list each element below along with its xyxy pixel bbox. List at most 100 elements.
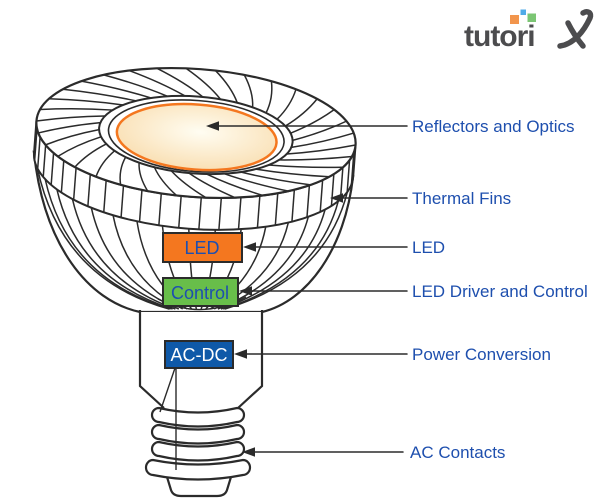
fin-line [185,67,222,100]
rim-wall-fins [33,128,355,230]
callout-led: LED [243,238,445,257]
arrowhead-icon [239,286,252,296]
logo-dot-blue-icon [520,9,526,15]
fin-line [306,185,311,218]
fin-line [330,173,335,207]
fin-line [103,180,107,213]
component-boxes: LED Control AC-DC [162,232,243,369]
screw-thread [144,458,252,481]
callout-label-led: LED [412,238,445,257]
fin-line [36,115,105,122]
fin-line [350,152,355,185]
arrowhead-icon [234,349,247,359]
fin-line [188,172,236,199]
fin-line [95,150,116,177]
acdc-box-label: AC-DC [171,345,228,365]
fin-line [56,189,173,310]
callout-power: Power Conversion [234,345,551,364]
fin-line [128,69,186,97]
fin-line [42,144,47,178]
fin-line [265,81,273,114]
arrowhead-icon [243,242,256,252]
callout-label-driver: LED Driver and Control [412,282,588,301]
fin-line [40,108,113,111]
fin-line [48,98,124,106]
fin-line [284,98,318,127]
fin-line [198,197,203,230]
fin-line [36,168,170,310]
control-box-label: Control [171,283,229,303]
fin-line [279,155,353,161]
screw-thread [150,440,246,462]
callout-label-power: Power Conversion [412,345,551,364]
screw-thread [150,406,246,428]
arrowhead-icon [206,121,219,131]
callout-thermal: Thermal Fins [330,189,511,208]
internal-wires [159,367,177,470]
fin-line [33,128,38,161]
control-box [162,277,239,307]
fin-line [119,156,127,185]
rim-face-fins [36,67,356,199]
fin-line [237,197,242,230]
callout-reflectors: Reflectors and Optics [206,117,575,136]
fin-line [290,108,335,134]
logo-x-swoosh [557,9,594,49]
fin-line [286,144,356,155]
callout-label-contacts: AC Contacts [410,443,505,462]
lens [115,102,278,172]
callout-label-thermal: Thermal Fins [412,189,511,208]
fin-line [206,173,264,197]
arrowhead-icon [242,447,255,457]
fin-line [45,128,100,146]
base-tip [165,475,233,498]
tutorix-logo: tutori [464,9,594,51]
led-box [162,232,243,263]
fin-line [268,164,344,169]
fin-line [44,178,171,310]
arrowhead-icon [330,193,343,203]
fin-line [214,70,238,103]
fin-line [71,198,176,310]
fin-line [72,167,77,200]
fin-line [38,121,101,134]
fin-line [36,136,41,169]
fin-line [276,89,297,120]
screw-thread [150,423,246,445]
fin-line [243,74,254,108]
callout-label-reflectors: Reflectors and Optics [412,117,575,136]
fin-line [220,209,326,310]
fin-line [120,185,125,218]
fin-line [170,170,207,199]
fin-line [87,174,92,207]
logo-wordmark-text: tutori [464,20,535,51]
fin-line [346,160,351,193]
fin-line [81,80,152,99]
fin-line [158,193,163,226]
fin-line [138,162,149,192]
fin-line [153,166,178,196]
fin-line [178,195,182,228]
fin-line [223,200,339,310]
acdc-box [164,340,234,369]
callout-driver: LED Driver and Control [239,282,588,301]
fin-line [224,191,349,310]
fin-line [57,136,102,158]
fin-line [255,168,330,178]
bulb-base [138,310,264,498]
fin-line [156,67,204,98]
fin-line [319,179,324,213]
fin-line [103,74,168,97]
fin-line [291,189,296,222]
callout-contacts: AC Contacts [242,443,505,462]
fin-line [62,88,137,102]
fin-line [60,160,65,193]
bulb-top-disk [33,66,357,231]
fin-line [223,172,289,192]
fin-line [291,132,354,149]
fin-line [339,167,344,200]
fin-line [274,193,279,226]
fin-line [74,143,107,168]
fin-line [50,152,55,185]
